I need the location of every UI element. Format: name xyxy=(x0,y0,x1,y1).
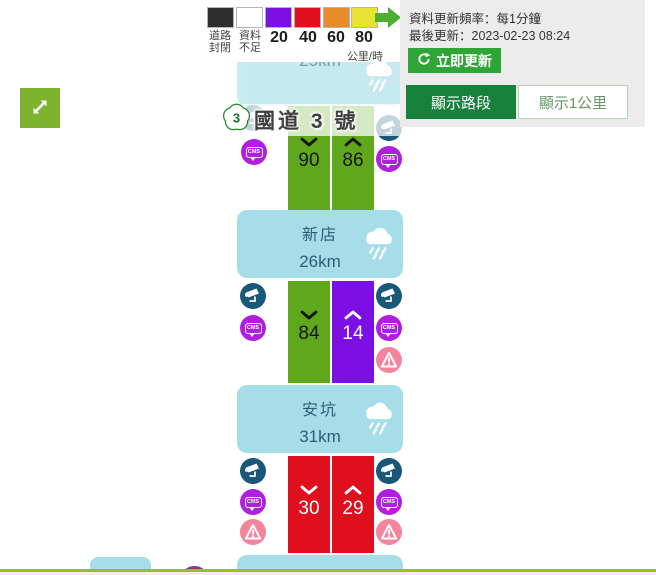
refresh-icon xyxy=(417,52,431,69)
northbound-flow-strip: 29 xyxy=(332,456,374,553)
legend-swatch-road-closed xyxy=(207,7,234,28)
rain-cloud-icon xyxy=(359,399,397,440)
warning-icon[interactable] xyxy=(240,519,266,545)
cms-sign-icon[interactable]: CMS xyxy=(376,146,402,172)
legend-tick: 80 xyxy=(355,29,373,46)
title-backdrop xyxy=(237,104,403,136)
northbound-speed: 29 xyxy=(342,498,364,519)
show-1km-button[interactable]: 顯示1公里 xyxy=(518,85,628,119)
legend-swatch-40 xyxy=(294,7,321,28)
cms-label: CMS xyxy=(247,149,261,155)
refresh-now-button[interactable]: 立即更新 xyxy=(408,48,501,73)
legend-tick: 40 xyxy=(299,29,317,46)
cms-sign-icon[interactable]: CMS xyxy=(240,315,266,341)
northbound-flow-strip: 14 xyxy=(332,281,374,383)
cms-sign-icon[interactable]: CMS xyxy=(376,315,402,341)
station-km: 31km xyxy=(299,427,341,446)
station-box-xindian[interactable]: 新店 26km xyxy=(237,210,403,278)
cms-sign-icon[interactable]: CMS xyxy=(241,139,267,165)
southbound-speed: 84 xyxy=(298,323,320,344)
last-updated-text: 最後更新：2023-02-23 08:24 xyxy=(409,29,571,43)
chevron-down-icon xyxy=(288,135,330,153)
station-name: 安坑 xyxy=(301,402,338,419)
road-title-text: 國道 3 號 xyxy=(254,110,359,133)
route-3-badge-icon: 3 xyxy=(222,103,251,137)
chevron-up-icon xyxy=(332,135,374,153)
expand-icon xyxy=(27,94,53,123)
chevron-down-icon xyxy=(288,308,330,326)
chevron-up-icon xyxy=(332,483,374,501)
warning-icon[interactable] xyxy=(376,519,402,545)
legend-swatch-80 xyxy=(351,7,378,28)
station-km: 26km xyxy=(299,252,341,271)
legend-swatch-20 xyxy=(265,7,292,28)
rain-cloud-icon xyxy=(359,224,397,265)
cctv-camera-icon[interactable] xyxy=(240,458,266,484)
update-frequency-text: 資料更新頻率：每1分鐘 xyxy=(409,12,541,26)
svg-text:3: 3 xyxy=(233,110,240,125)
map-background-strip xyxy=(0,572,656,575)
southbound-speed: 30 xyxy=(298,498,320,519)
southbound-flow-strip: 30 xyxy=(288,456,330,553)
legend-swatch-60 xyxy=(323,7,350,28)
northbound-speed: 86 xyxy=(342,150,364,171)
legend-label-road-closed: 道路封閉 xyxy=(209,30,231,54)
update-info-panel: 資料更新頻率：每1分鐘 最後更新：2023-02-23 08:24 立即更新 顯… xyxy=(400,0,645,127)
legend-arrow-icon xyxy=(375,6,401,34)
legend-label-no-data: 資料不足 xyxy=(239,30,261,54)
legend-unit: 公里/時 xyxy=(346,51,383,63)
chevron-down-icon xyxy=(288,483,330,501)
expand-map-button[interactable] xyxy=(20,88,60,128)
cctv-camera-icon[interactable] xyxy=(240,283,266,309)
station-box-ankeng[interactable]: 安坑 31km xyxy=(237,385,403,453)
map-boundary-line xyxy=(0,569,656,572)
station-name: 新店 xyxy=(301,227,338,244)
legend-tick: 20 xyxy=(270,29,288,46)
cms-sign-icon[interactable]: CMS xyxy=(240,489,266,515)
northbound-speed: 14 xyxy=(342,323,364,344)
refresh-button-label: 立即更新 xyxy=(436,52,492,69)
rain-cloud-icon xyxy=(359,56,397,97)
legend-swatch-no-data xyxy=(236,7,263,28)
southbound-speed: 90 xyxy=(298,150,320,171)
cms-sign-icon[interactable]: CMS xyxy=(376,489,402,515)
road-title: 3 國道 3 號 xyxy=(222,103,358,137)
southbound-flow-strip: 84 xyxy=(288,281,330,383)
warning-icon[interactable] xyxy=(376,347,402,373)
speed-legend: 道路封閉 資料不足 20 40 60 80 公里/時 xyxy=(203,0,401,63)
legend-tick: 60 xyxy=(327,29,345,46)
cctv-camera-icon[interactable] xyxy=(376,283,402,309)
chevron-up-icon xyxy=(332,308,374,326)
show-segment-button[interactable]: 顯示路段 xyxy=(406,85,516,119)
cctv-camera-icon[interactable] xyxy=(376,458,402,484)
